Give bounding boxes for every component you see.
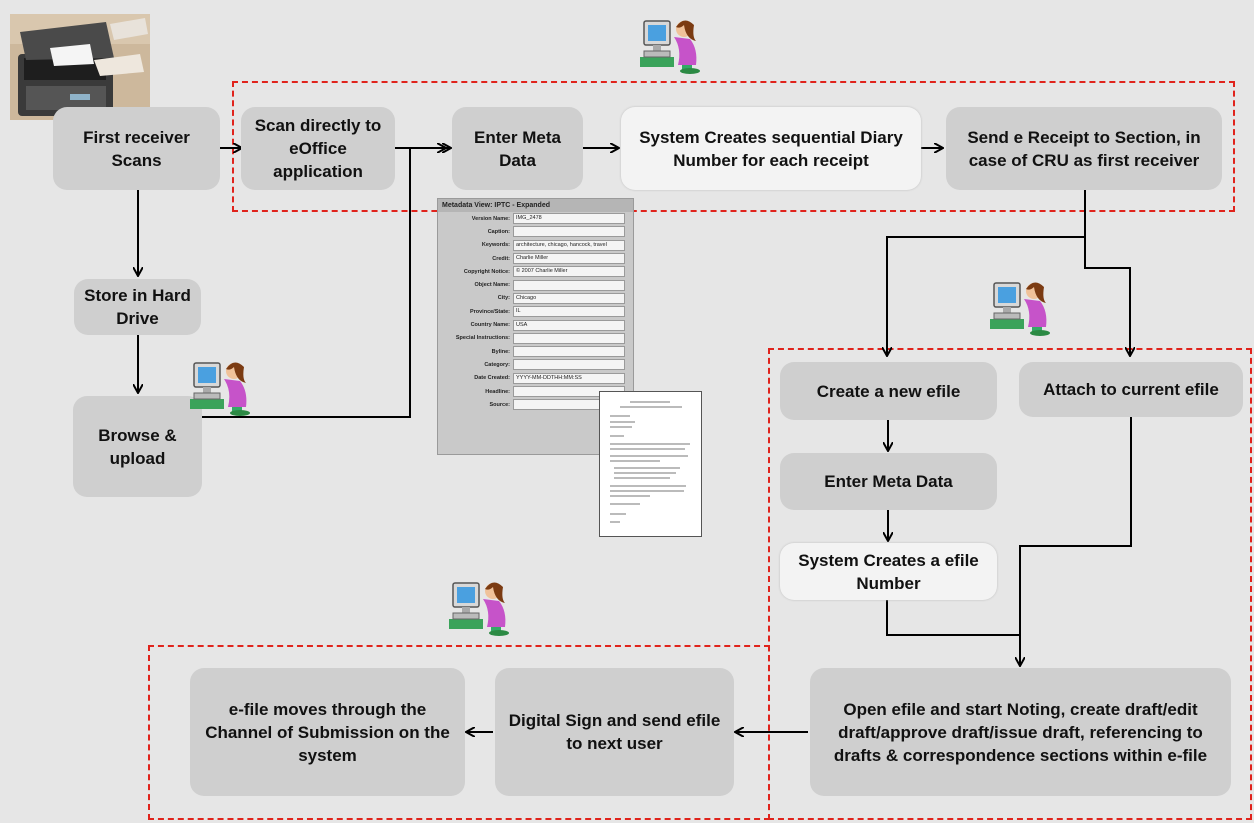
metadata-label: Credit:: [492, 255, 510, 262]
metadata-label: Special Instructions:: [455, 335, 510, 342]
store-hard-drive-box: Store in Hard Drive: [74, 279, 201, 335]
scanner-photo: [10, 14, 150, 120]
metadata-label: Caption:: [487, 228, 510, 235]
metadata-label: Province/State:: [469, 308, 510, 315]
metadata-label: Object Name:: [474, 282, 510, 289]
digital-sign-label: Digital Sign and send efile to next user: [508, 711, 721, 753]
browse-upload-box: Browse & upload: [73, 396, 202, 497]
enter-meta-top-label: Enter Meta Data: [474, 127, 561, 170]
user-at-computer-icon: [638, 15, 702, 80]
metadata-row: Object Name:: [438, 278, 633, 291]
send-receipt-label: Send e Receipt to Section, in case of CR…: [967, 127, 1201, 170]
efile-moves-box: e-file moves through the Channel of Subm…: [190, 668, 465, 796]
attach-efile-label: Attach to current efile: [1043, 380, 1219, 399]
metadata-label: Byline:: [491, 348, 510, 355]
metadata-label: Headline:: [485, 388, 510, 395]
metadata-label: Date Created:: [474, 375, 510, 382]
send-receipt-box: Send e Receipt to Section, in case of CR…: [946, 107, 1222, 190]
metadata-field: © 2007 Charlie Miller: [513, 266, 625, 278]
attach-efile-box: Attach to current efile: [1019, 362, 1243, 417]
metadata-row: Keywords:architecture, chicago, hancock,…: [438, 239, 633, 252]
store-hard-drive-label: Store in Hard Drive: [84, 286, 191, 328]
user-at-computer-icon: [188, 357, 252, 422]
system-diary-label: System Creates sequential Diary Number f…: [639, 127, 903, 170]
scan-direct-label: Scan directly to eOffice application: [254, 116, 382, 181]
metadata-field: Chicago: [513, 292, 625, 304]
metadata-panel: Metadata View: IPTC - Expanded Version N…: [437, 198, 634, 455]
digital-sign-box: Digital Sign and send efile to next user: [495, 668, 734, 796]
metadata-label: Country Name:: [470, 322, 510, 329]
metadata-panel-title: Metadata View: IPTC - Expanded: [438, 199, 633, 212]
user-at-computer-icon: [988, 277, 1052, 342]
metadata-row: Special Instructions:: [438, 332, 633, 345]
metadata-label: City:: [497, 295, 510, 302]
create-efile-box: Create a new efile: [780, 362, 997, 420]
system-efile-box: System Creates a efile Number: [780, 543, 997, 600]
system-efile-label: System Creates a efile Number: [798, 550, 979, 593]
open-efile-label: Open efile and start Noting, create draf…: [833, 699, 1208, 765]
metadata-field: [513, 332, 625, 344]
metadata-row: Province/State:IL: [438, 305, 633, 318]
metadata-label: Version Name:: [471, 215, 510, 222]
metadata-field: Charlie Miller: [513, 253, 625, 265]
metadata-field: [513, 226, 625, 238]
metadata-row: Category:: [438, 358, 633, 371]
metadata-field: [513, 279, 625, 291]
metadata-field: IL: [513, 306, 625, 318]
metadata-field: architecture, chicago, hancock, travel: [513, 239, 625, 251]
metadata-row: Credit:Charlie Miller: [438, 252, 633, 265]
enter-meta-right-box: Enter Meta Data: [780, 453, 997, 510]
metadata-row: Caption:: [438, 225, 633, 238]
first-receiver-box: First receiver Scans: [53, 107, 220, 190]
efile-process-region: [768, 348, 1252, 820]
first-receiver-label: First receiver Scans: [83, 127, 190, 170]
user-at-computer-icon: [447, 577, 511, 642]
open-efile-box: Open efile and start Noting, create draf…: [810, 668, 1231, 796]
metadata-label: Keywords:: [481, 242, 510, 249]
metadata-row: Country Name:USA: [438, 318, 633, 331]
metadata-field: [513, 346, 625, 358]
metadata-label: Copyright Notice:: [463, 268, 510, 275]
metadata-row: Byline:: [438, 345, 633, 358]
metadata-field: YYYY-MM-DDTHH:MM:SS: [513, 372, 625, 384]
enter-meta-right-label: Enter Meta Data: [824, 472, 953, 491]
enter-meta-top-box: Enter Meta Data: [452, 107, 583, 190]
browse-upload-label: Browse & upload: [98, 425, 177, 468]
metadata-field: IMG_2478: [513, 213, 625, 225]
metadata-field: [513, 359, 625, 371]
metadata-row: Copyright Notice:© 2007 Charlie Miller: [438, 265, 633, 278]
metadata-label: Category:: [484, 361, 510, 368]
document-thumbnail: [599, 391, 702, 537]
metadata-row: Version Name:IMG_2478: [438, 212, 633, 225]
metadata-row: City:Chicago: [438, 292, 633, 305]
system-diary-box: System Creates sequential Diary Number f…: [621, 107, 921, 190]
create-efile-label: Create a new efile: [816, 381, 961, 401]
scan-direct-box: Scan directly to eOffice application: [241, 107, 395, 190]
metadata-label: Source:: [489, 401, 510, 408]
efile-moves-label: e-file moves through the Channel of Subm…: [205, 699, 450, 765]
metadata-row: Date Created:YYYY-MM-DDTHH:MM:SS: [438, 372, 633, 385]
metadata-field: USA: [513, 319, 625, 331]
